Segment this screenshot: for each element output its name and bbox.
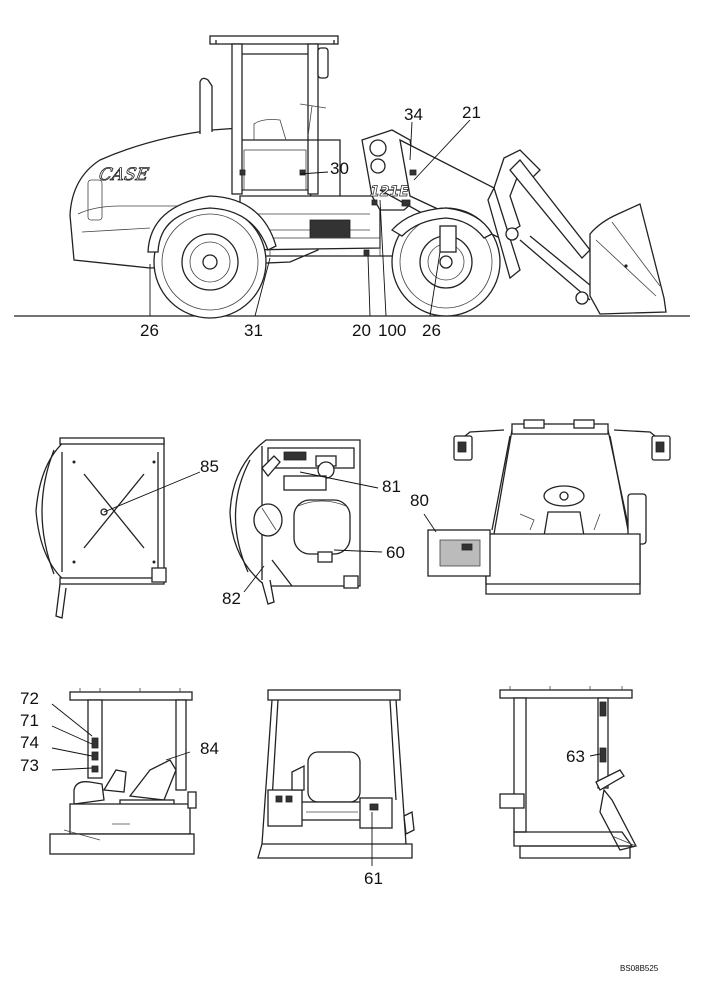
callout-72: 72 [20,689,39,708]
cab-right-side-view [499,686,637,859]
callout-26-front: 26 [422,321,441,340]
rear-wheel [153,205,267,319]
callout-80: 80 [410,491,429,510]
cab-rear-view [423,419,671,595]
callout-60: 60 [386,543,405,562]
callout-85: 85 [200,457,219,476]
cab-rear-elevation [257,689,415,866]
drawing-reference-code: BS08B525 [620,964,659,973]
callout-21: 21 [462,103,481,122]
exhaust-stack [199,77,213,134]
cab-floor-top-view [229,439,383,605]
wheel-loader-side-view: CASE 121E [14,35,690,319]
loader-bucket [589,203,667,315]
callout-74: 74 [20,733,39,752]
callout-61: 61 [364,869,383,888]
callout-100: 100 [378,321,407,340]
callout-84: 84 [200,739,219,758]
cab-frame [209,35,341,196]
callout-82: 82 [222,589,241,608]
callout-71: 71 [20,711,39,730]
callout-20: 20 [352,321,371,340]
cab-left-side-view [49,688,197,855]
front-wheel [391,207,501,317]
callout-73: 73 [20,756,39,775]
callout-26-rear: 26 [140,321,159,340]
callout-81: 81 [382,477,401,496]
callout-31: 31 [244,321,263,340]
hood-logo: CASE [97,165,150,185]
cab-roof-top-view [35,437,201,619]
callout-63: 63 [566,747,585,766]
model-badge: 121E [370,184,409,200]
callout-30: 30 [330,159,349,178]
callout-34: 34 [404,105,423,124]
